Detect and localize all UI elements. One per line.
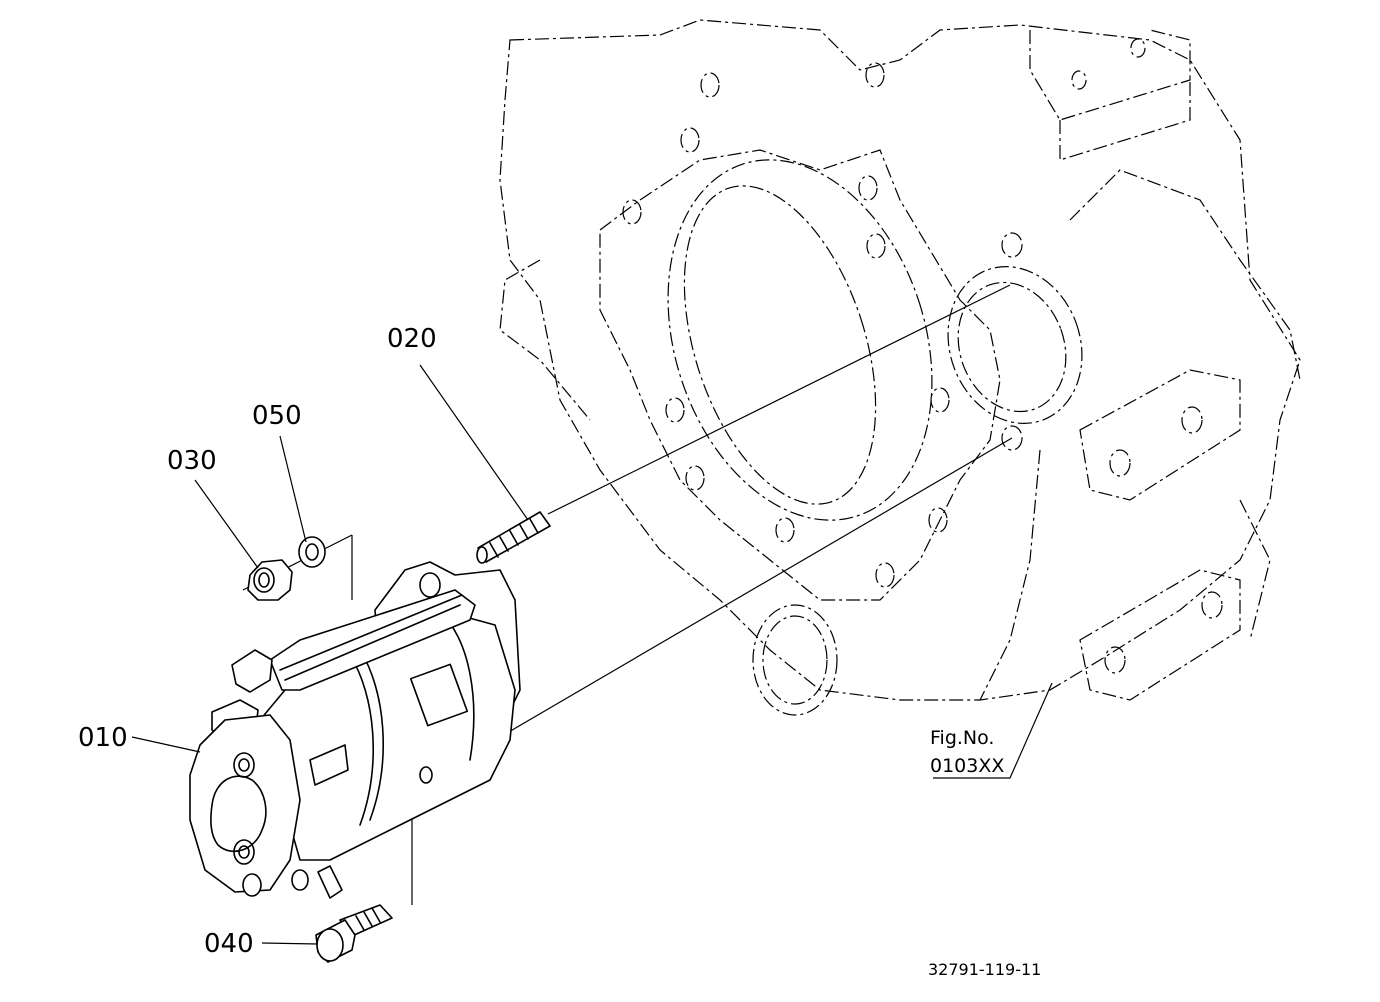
nut-030 [247, 559, 293, 601]
part-label-020: 020 [387, 324, 437, 354]
assembly-centerlines [242, 284, 1013, 905]
figure-ref-label: Fig.No. [930, 727, 994, 749]
spring-washer-050 [298, 536, 326, 568]
stud-bolt-020 [476, 511, 551, 564]
figure-ref-number: 0103XX [930, 755, 1004, 777]
part-label-010: 010 [78, 723, 128, 753]
part-labels: 010 020 030 040 050 [78, 324, 437, 959]
part-label-050: 050 [252, 401, 302, 431]
leader-lines [131, 364, 1053, 945]
starter-motor-010 [189, 561, 521, 899]
part-label-030: 030 [167, 446, 217, 476]
bolt-040 [315, 904, 393, 963]
flywheel-housing-outline [499, 19, 1301, 716]
drawing-number: 32791-119-11 [928, 960, 1041, 979]
part-label-040: 040 [204, 929, 254, 959]
